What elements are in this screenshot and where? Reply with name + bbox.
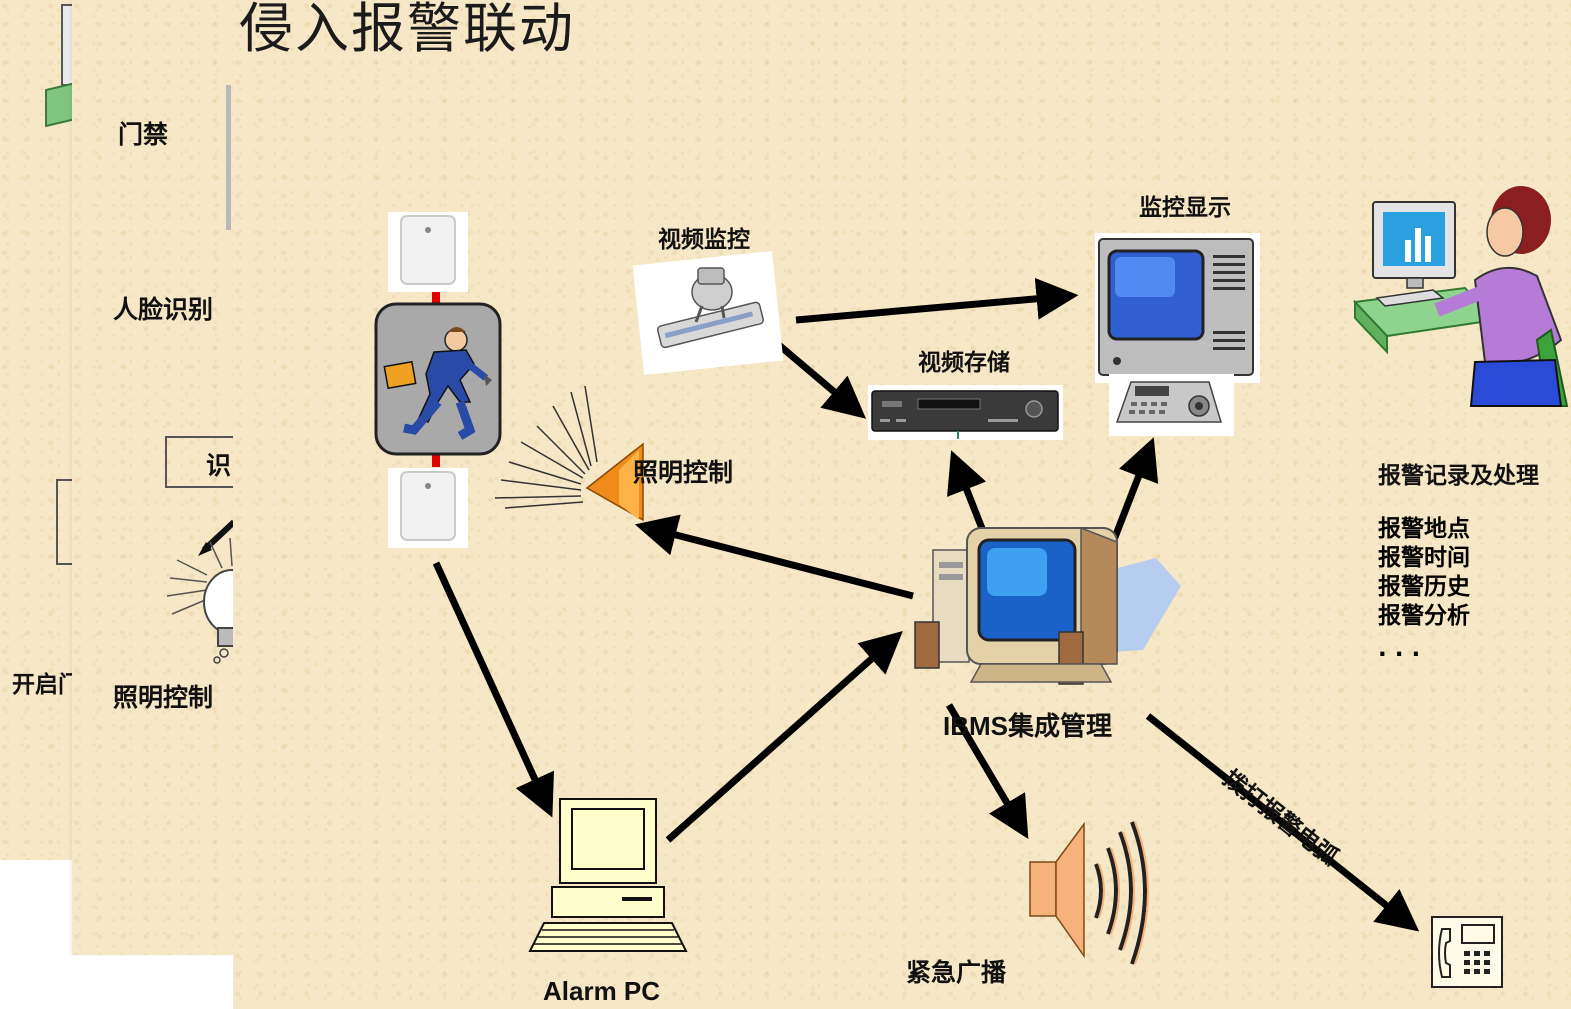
alarm-pc-label: Alarm PC: [543, 976, 661, 1006]
connection-arrows: [432, 277, 1420, 932]
slide-intrusion-alarm-linkage: 侵入报警联动: [233, 0, 1571, 1009]
speaker-icon: [1029, 821, 1149, 965]
video-monitoring-label: 视频监控: [658, 227, 750, 253]
monitor-display-label: 监控显示: [1139, 195, 1231, 221]
box-outline: [56, 479, 75, 565]
recognition-box: [165, 436, 242, 488]
background-slide-middle: 门禁 人脸识别 识 照明控制: [72, 0, 242, 955]
alarm-pc-icon: [528, 798, 688, 952]
ibms-computer-icon: [914, 526, 1181, 685]
alarm-record-label: 报警记录及处理: [1378, 463, 1539, 489]
divider-line: [226, 85, 231, 230]
arrow-camera-to-storage: [770, 337, 867, 419]
list-item: 报警时间: [1378, 545, 1470, 571]
list-item: 报警地点: [1378, 516, 1470, 542]
lighting-control-label-back: 照明控制: [113, 683, 214, 712]
alarm-details-list: 报警地点 报警时间 报警历史 报警分析 . . .: [1378, 515, 1470, 664]
dvr-recorder-icon: [868, 385, 1063, 440]
recognition-box-text: 识: [206, 451, 232, 480]
intruder-icon: [374, 302, 502, 456]
arrow-alarmpc-to-ibms: [665, 631, 903, 843]
open-door-label: 开启门: [12, 672, 81, 698]
arrow-ibms-to-storage: [947, 450, 989, 538]
list-item: 报警分析: [1378, 603, 1470, 629]
lightbulb-icon: [166, 519, 242, 664]
arrow-sensor-to-alarmpc: [432, 561, 555, 818]
emergency-broadcast-label: 紧急广播: [906, 958, 1007, 987]
face-recognition-label: 人脸识别: [113, 295, 214, 324]
video-storage-label: 视频存储: [918, 350, 1010, 376]
arrow-ibms-to-broadcast: [945, 703, 1029, 840]
arrow-ibms-to-monitor: [1106, 437, 1159, 552]
lighting-control-label: 照明控制: [633, 458, 734, 487]
ibms-label: IBMS集成管理: [943, 711, 1113, 741]
spotlight-icon: [494, 385, 644, 522]
intrusion-sensor-icon: [388, 212, 468, 548]
camera-icon: [632, 250, 784, 376]
arrow-ibms-to-lighting: [634, 514, 914, 600]
ellipsis: . . .: [1378, 636, 1421, 662]
keyboard-controller-icon: [1109, 374, 1234, 436]
page-title: 侵入报警联动: [239, 0, 575, 60]
arrow-camera-to-monitor: [795, 277, 1079, 324]
telephone-icon: [1431, 916, 1503, 988]
list-item: 报警历史: [1378, 574, 1470, 600]
arrow-ibms-to-phone: [1145, 713, 1420, 932]
access-control-label: 门禁: [118, 120, 169, 149]
monitor-icon: [1095, 233, 1260, 383]
operator-at-computer-icon: [1352, 186, 1569, 407]
